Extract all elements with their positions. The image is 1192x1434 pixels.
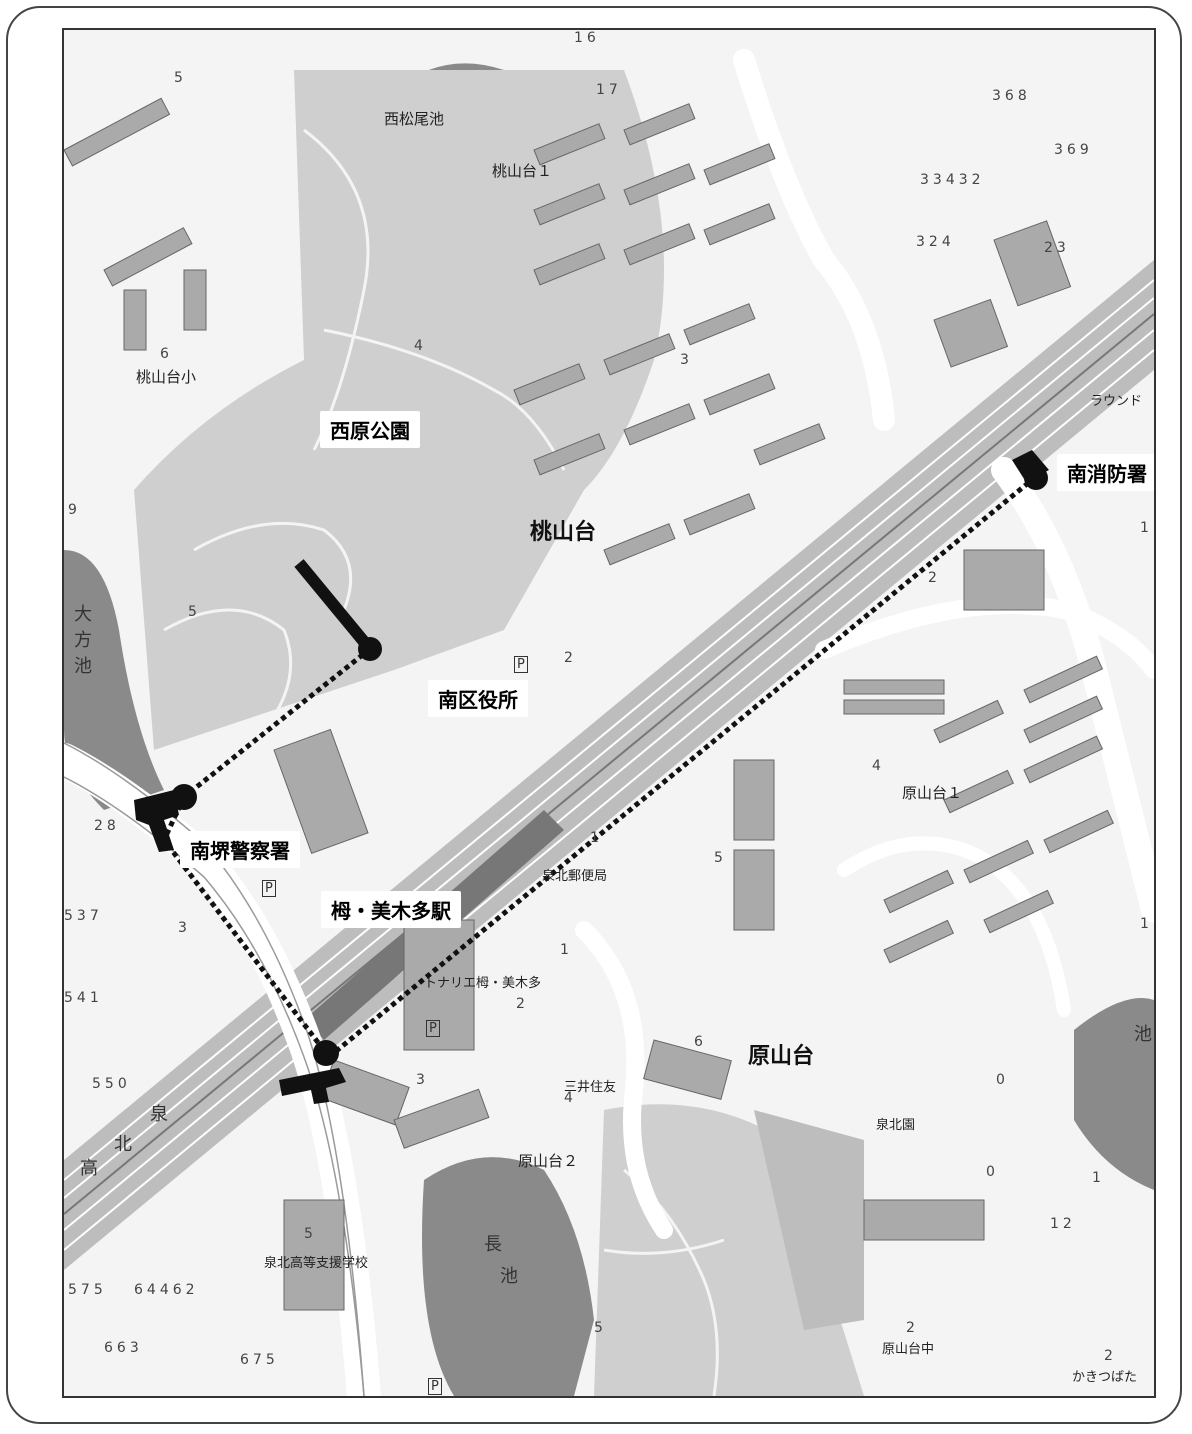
- address-number: 0: [996, 1072, 1009, 1088]
- naga-pond: [422, 1157, 594, 1396]
- railway-label-sen: 泉: [150, 1104, 168, 1125]
- momoyamadai-elem-label: 桃山台小: [136, 368, 197, 386]
- address-number: 1: [1140, 916, 1153, 932]
- address-number: 2: [564, 650, 577, 666]
- address-number: 550: [92, 1076, 131, 1092]
- address-number: 368: [992, 88, 1031, 104]
- south-green-area: [594, 1104, 864, 1396]
- address-number: 4: [564, 1090, 577, 1106]
- harayamadai-label: 原山台: [748, 1044, 815, 1069]
- round-label: ラウンド: [1090, 394, 1143, 409]
- address-number: 324: [916, 234, 955, 250]
- address-number: 1: [560, 942, 573, 958]
- address-number: 12: [1050, 1216, 1076, 1232]
- nishi-matsuo-pond-label: 西松尾池: [384, 110, 445, 128]
- address-number: 28: [94, 818, 120, 834]
- address-number: 16: [574, 30, 600, 46]
- address-number: 4: [872, 758, 885, 774]
- address-number: 3: [680, 352, 693, 368]
- momoyamadai-label: 桃山台: [530, 520, 597, 545]
- address-number: 2: [1104, 1348, 1117, 1364]
- ookata-pond-label-2: 方: [74, 630, 92, 651]
- address-number: 64462: [134, 1282, 199, 1298]
- address-number: 6: [694, 1034, 707, 1050]
- map-base: [64, 49, 1154, 1396]
- kakitsubata-label: かきつばた: [1072, 1370, 1138, 1385]
- address-number: 17: [596, 82, 622, 98]
- address-number: 2: [906, 1320, 919, 1336]
- police-marker: [171, 784, 197, 810]
- tonarie-label: トナリエ栂・美木多: [424, 976, 542, 991]
- support-school-label: 泉北高等支援学校: [264, 1256, 369, 1271]
- map-area[interactable]: 西原公園 南区役所 南消防署 南堺警察署 栂・美木多駅 桃山台 原山台 桃山台１…: [62, 28, 1156, 1398]
- harayamadai-jhs-label: 原山台中: [882, 1342, 935, 1357]
- mitsui-sumitomo-label: 三井住友: [564, 1080, 617, 1095]
- address-number: 1: [1092, 1170, 1105, 1186]
- harayamadai-1-label: 原山台１: [902, 784, 963, 802]
- ookata-pond-label-3: 池: [74, 656, 92, 677]
- senboku-park-label: 泉北園: [876, 1118, 916, 1133]
- minami-sakai-police-label: 南堺警察署: [180, 831, 300, 868]
- railway-label-hoku: 北: [114, 1134, 132, 1155]
- parking-icon-police: P: [262, 880, 276, 897]
- address-number: 3: [416, 1072, 429, 1088]
- address-number: 3: [178, 920, 191, 936]
- address-number: 5: [188, 604, 201, 620]
- minami-ward-office-label: 南区役所: [428, 680, 528, 717]
- address-number: 1: [1140, 520, 1153, 536]
- address-number: 541: [64, 990, 103, 1006]
- address-number: 675: [240, 1352, 279, 1368]
- address-number: 9: [68, 502, 81, 518]
- harayamadai-2-label: 原山台２: [518, 1152, 579, 1170]
- ookata-pond: [64, 550, 164, 810]
- east-pond-label: 池: [1134, 1024, 1152, 1045]
- parking-icon-tonarie: P: [426, 1020, 440, 1037]
- address-number: 663: [104, 1340, 143, 1356]
- station-label: 栂・美木多駅: [321, 891, 461, 928]
- minami-fire-station-label: 南消防署: [1057, 454, 1154, 491]
- post-office-label: 泉北郵便局: [542, 869, 608, 884]
- momoyamadai-1-label: 桃山台１: [492, 162, 553, 180]
- address-number: 6: [160, 346, 173, 362]
- address-number: 33432: [920, 172, 985, 188]
- address-number: 5: [174, 70, 187, 86]
- naga-pond-label-1: 長: [484, 1234, 502, 1255]
- address-number: 5: [714, 850, 727, 866]
- east-pond: [1074, 998, 1154, 1190]
- nishihara-park-label: 西原公園: [320, 411, 420, 448]
- address-number: 2: [928, 570, 941, 586]
- address-number: 4: [414, 338, 427, 354]
- parking-icon-ward: P: [514, 656, 528, 673]
- address-number: 23: [1044, 240, 1070, 256]
- ward-office-marker: [358, 637, 382, 661]
- park-marker-bar: [294, 559, 375, 653]
- naga-pond-label-2: 池: [500, 1266, 518, 1287]
- railway-label-kou: 高: [80, 1158, 98, 1179]
- address-number: 5: [594, 1320, 607, 1336]
- railway-lines: [64, 279, 1154, 1251]
- nishihara-park-area: [134, 70, 664, 750]
- parking-icon-south: P: [428, 1378, 442, 1395]
- address-number: 2: [516, 996, 529, 1012]
- address-number: 1: [590, 830, 603, 846]
- address-number: 575: [68, 1282, 107, 1298]
- station-marker: [313, 1040, 339, 1066]
- address-number: 537: [64, 908, 103, 924]
- address-number: 0: [986, 1164, 999, 1180]
- ookata-pond-label-1: 大: [74, 604, 92, 625]
- address-number: 5: [304, 1226, 317, 1242]
- address-number: 369: [1054, 142, 1093, 158]
